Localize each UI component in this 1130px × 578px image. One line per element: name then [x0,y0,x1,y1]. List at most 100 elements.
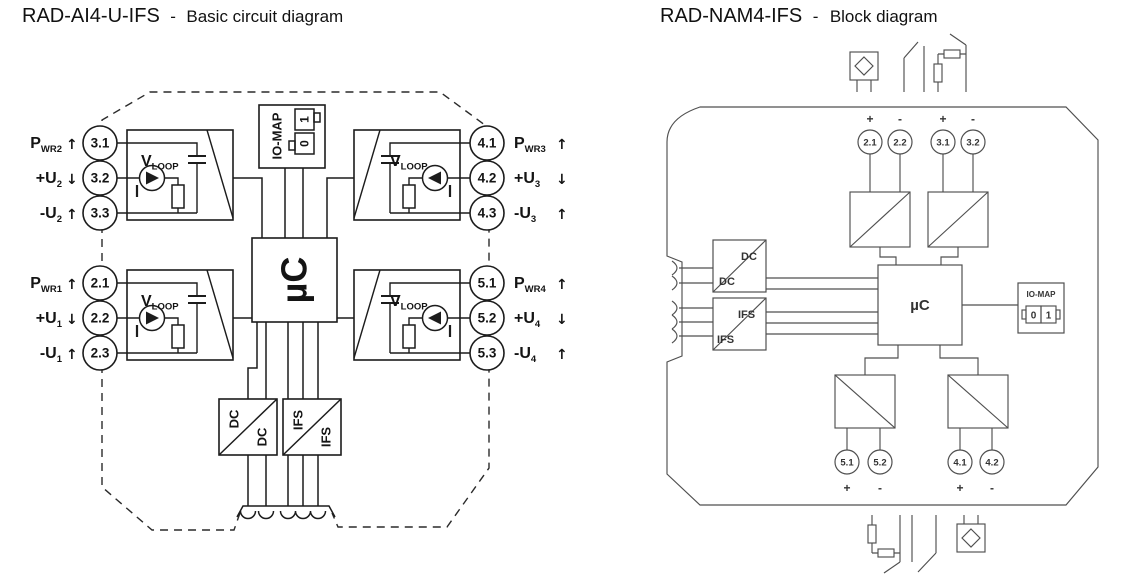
svg-text:+U4: +U4 [514,310,541,330]
svg-text:↓: ↓ [556,172,568,188]
plug-connector-icon [236,505,336,518]
iomap-label: IO-MAP [1027,290,1057,299]
left-diagram: RAD-AI4-U-IFS - Basic circuit diagram VL… [22,5,568,531]
isolation-block [927,191,989,248]
svg-text:↓: ↓ [66,172,78,188]
svg-text:2.2: 2.2 [91,311,110,326]
svg-text:PWR2: PWR2 [30,135,62,155]
polarity-label: + [956,481,963,495]
terminal-3-3: 3.3 [82,195,118,231]
ifs-label-bottom: IFS [717,334,734,346]
svg-text:2.1: 2.1 [91,276,110,291]
terminal-2-2: 2.2 [82,300,118,336]
ifs-interface-block: IFS IFS [282,398,342,456]
isolation-block [947,374,1009,429]
switch-resistor-contact-icon [933,33,967,92]
input-channel-circuit-1 [115,268,235,362]
dip-tab [313,112,321,123]
vloop-label: VLOOP [141,153,179,173]
terminal-3-2: 3.2 [82,160,118,196]
input-channel-circuit-4 [352,268,472,362]
namur-sensor-icon [849,51,879,92]
microcontroller-label: µC [910,297,930,314]
isolation-block [849,191,911,248]
microcontroller-label: µC [274,257,315,304]
signal-labels-left: PWR2 ↑ +U2 ↓ -U2 ↑ PWR1 ↑ +U1 ↓ -U1 ↑ [30,135,78,365]
iomap-label: IO-MAP [270,112,285,159]
terminal-4-1: 4.1 [469,125,505,161]
terminal-r-5-1: 5.1 [834,449,860,475]
dip-digit-1: 1 [298,116,312,123]
terminal-r-5-2: 5.2 [867,449,893,475]
terminal-r-4-2: 4.2 [979,449,1005,475]
isolation-block [834,374,896,429]
svg-text:4.1: 4.1 [478,136,497,151]
svg-text:PWR3: PWR3 [514,135,546,155]
svg-text:3.1: 3.1 [936,138,950,149]
svg-text:4.2: 4.2 [985,458,998,469]
vloop-label: VLOOP [390,153,428,173]
dip-tab [288,140,296,151]
polarity-label: - [990,481,994,495]
terminal-3-1: 3.1 [82,125,118,161]
terminal-2-3: 2.3 [82,335,118,371]
right-diagram: RAD-NAM4-IFS - Block diagram + - + - 2.1… [660,5,1099,574]
dc-label-bottom: DC [255,427,270,446]
svg-text:3.2: 3.2 [966,138,979,149]
svg-text:↑: ↑ [556,347,568,363]
vloop-label: VLOOP [390,293,428,313]
svg-text:↑: ↑ [66,277,78,293]
bus-input-wires [679,267,713,337]
iomap-block: IO-MAP 0 1 [258,104,326,169]
svg-text:↑: ↑ [556,277,568,293]
terminal-r-3-1: 3.1 [930,129,956,155]
svg-text:↑: ↑ [66,347,78,363]
uc-output-wires [247,322,319,506]
terminal-r-2-1: 2.1 [857,129,883,155]
svg-text:-U4: -U4 [514,345,537,365]
connector-pin-icons [671,260,678,344]
dc-dc-slash [218,398,278,456]
svg-text:4.3: 4.3 [478,206,497,221]
dc-ifs-to-uc-wires [766,277,878,335]
svg-text:5.2: 5.2 [478,311,497,326]
svg-text:4.2: 4.2 [478,171,497,186]
dip-digit-0: 0 [1031,311,1037,322]
svg-text:4.1: 4.1 [953,458,967,469]
dip-digit-1: 1 [1046,311,1052,322]
svg-text:↑: ↑ [66,207,78,223]
ifs-label-top: IFS [291,410,306,431]
svg-text:-U3: -U3 [514,205,536,225]
namur-sensor-icon [956,515,986,553]
svg-text:5.3: 5.3 [478,346,497,361]
right-diagram-title: RAD-NAM4-IFS - Block diagram [660,5,938,27]
svg-text:PWR4: PWR4 [514,275,546,295]
svg-text:+U1: +U1 [36,310,63,330]
svg-text:↑: ↑ [556,207,568,223]
ifs-label-bottom: IFS [319,427,334,448]
ifs-label-top: IFS [738,309,755,321]
plug-contact-icons [239,510,327,520]
polarity-label: - [971,112,975,126]
dc-label-bottom: DC [719,276,735,288]
ifs-slash [712,297,767,351]
input-channel-circuit-2 [115,128,235,222]
dc-label-top: DC [227,409,242,428]
svg-text:2.2: 2.2 [893,138,906,149]
terminal-4-3: 4.3 [469,195,505,231]
signal-labels-right: PWR3 ↑ +U3 ↓ -U3 ↑ PWR4 ↑ +U4 ↓ -U4 ↑ [514,135,568,365]
dc-label-top: DC [741,251,757,263]
microcontroller-box [251,237,338,323]
dip-digit-0: 0 [298,140,312,147]
left-diagram-title: RAD-AI4-U-IFS - Basic circuit diagram [22,5,343,27]
svg-text:+U3: +U3 [514,170,540,190]
svg-text:+U2: +U2 [36,170,62,190]
svg-text:↑: ↑ [556,137,568,153]
switch-contact-icon [911,515,937,573]
terminal-5-2: 5.2 [469,300,505,336]
ifs-interface-block: IFS IFS [712,297,767,351]
terminal-5-1: 5.1 [469,265,505,301]
terminal-r-4-1: 4.1 [947,449,973,475]
svg-text:↓: ↓ [556,312,568,328]
